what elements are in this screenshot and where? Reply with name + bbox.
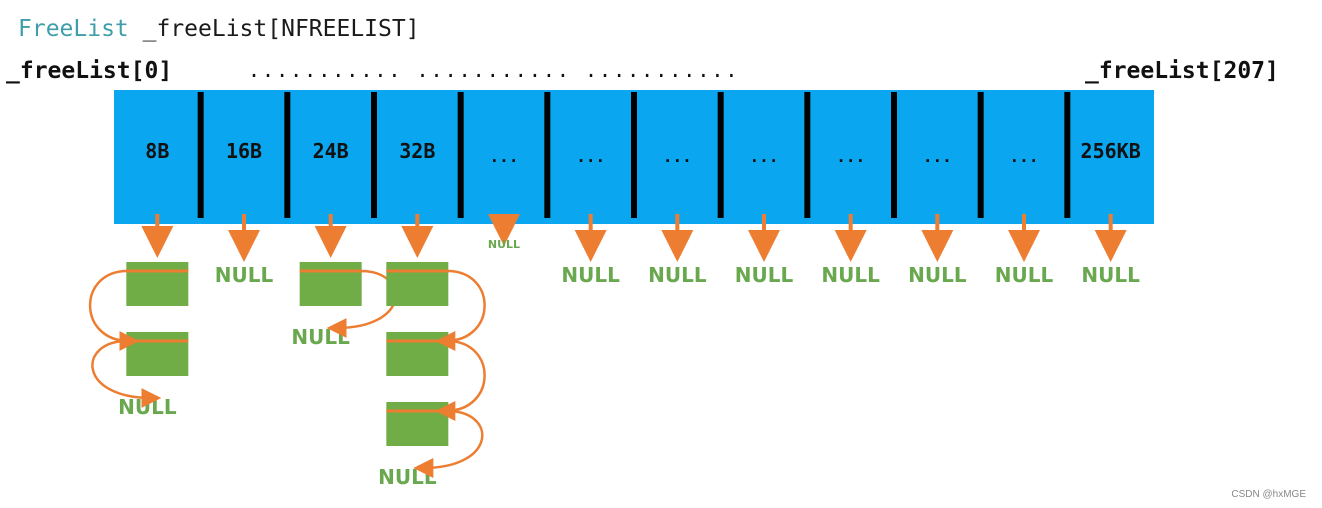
- memory-block: [126, 262, 189, 306]
- last-index-label: _freeList[207]: [1085, 58, 1279, 84]
- null-label: NULL: [735, 263, 794, 287]
- bucket-label: 24B: [313, 139, 349, 163]
- chain-arrow: [413, 409, 484, 478]
- bucket-label: ...: [663, 147, 692, 166]
- chain-arrow: [91, 339, 162, 408]
- null-label: NULL: [561, 263, 620, 287]
- ellipsis-dots: ........... ........... ...........: [248, 58, 740, 82]
- null-label: NULL: [821, 263, 880, 287]
- memory-block: [299, 262, 362, 306]
- memory-block: [386, 332, 449, 376]
- declaration-title: FreeList _freeList[NFREELIST]: [18, 16, 420, 42]
- null-label: NULL: [215, 263, 274, 287]
- bucket-label: ...: [576, 147, 605, 166]
- watermark: CSDN @hxMGE: [1231, 489, 1306, 500]
- bucket-label: 8B: [145, 139, 169, 163]
- null-label: NULL: [1081, 263, 1140, 287]
- bucket-label: ...: [750, 147, 779, 166]
- chain-arrow: [435, 269, 486, 351]
- bucket-label: ...: [1010, 147, 1039, 166]
- declaration: _freeList[NFREELIST]: [128, 16, 420, 42]
- memory-block: [126, 332, 189, 376]
- chain-arrow: [88, 269, 140, 351]
- bucket-label: ...: [923, 147, 952, 166]
- bucket-label: 256KB: [1081, 139, 1141, 163]
- first-index-label: _freeList[0]: [6, 58, 173, 84]
- bucket-label: ...: [490, 147, 519, 166]
- null-label: NULL: [648, 263, 707, 287]
- bucket-label: 16B: [226, 139, 262, 163]
- bucket-label: ...: [836, 147, 865, 166]
- memory-block: [386, 402, 449, 446]
- chain-arrow: [435, 339, 486, 421]
- null-label: NULL: [995, 263, 1054, 287]
- null-label: NULL: [488, 238, 520, 251]
- bucket-label: 32B: [399, 139, 435, 163]
- memory-block: [386, 262, 449, 306]
- type-name: FreeList: [18, 16, 129, 42]
- null-label: NULL: [908, 263, 967, 287]
